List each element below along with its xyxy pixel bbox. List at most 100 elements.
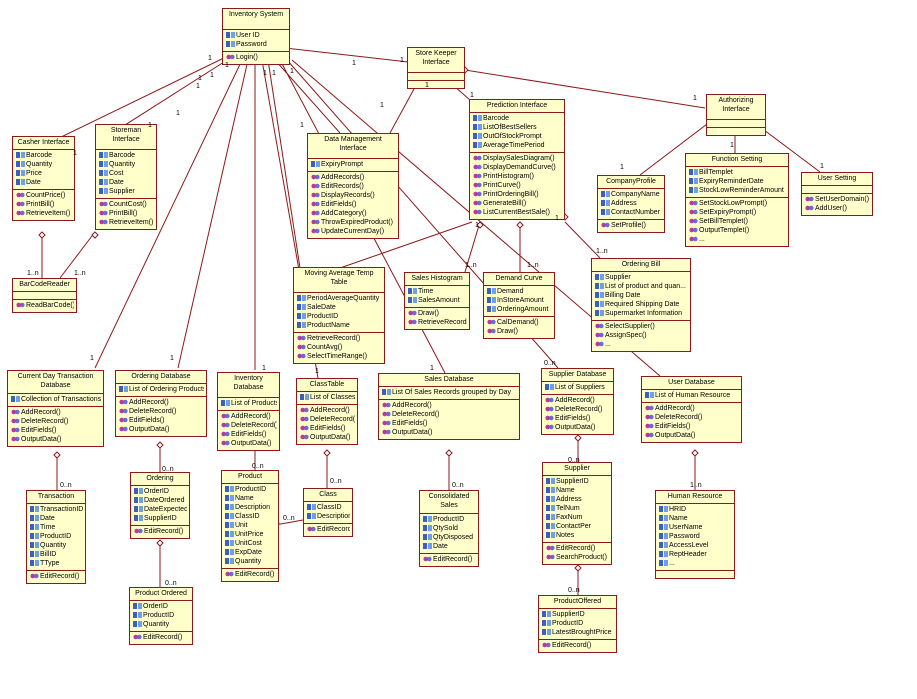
- attribute-row: TelNum: [546, 504, 609, 513]
- operation-icon: [382, 402, 391, 409]
- multiplicity-label: 1: [210, 72, 214, 79]
- attribute-row: DateOrdered: [134, 496, 187, 505]
- attribute-text: Supplier: [109, 188, 135, 195]
- operation-text: PrintHistogram(): [483, 173, 534, 180]
- operation-row: EditRecords(): [311, 182, 396, 191]
- attribute-row: Description: [307, 512, 350, 521]
- attribute-row: Time: [408, 287, 467, 296]
- class-name: Ordering: [131, 473, 189, 486]
- attribute-row: List Of Sales Records grouped by Day: [382, 388, 517, 397]
- attribute-icon: [99, 170, 108, 177]
- operation-icon: [11, 409, 20, 416]
- operation-icon: [119, 399, 128, 406]
- attribute-row: ContactPer: [546, 522, 609, 531]
- operation-row: EditFields(): [311, 200, 396, 209]
- operation-text: EditFields(): [655, 423, 691, 430]
- attribute-text: DateOrdered: [144, 497, 185, 504]
- operation-row: RetrieveItem(): [99, 218, 154, 227]
- operation-text: EditRecord(): [235, 571, 275, 578]
- class-name: Inventory Database: [218, 373, 279, 398]
- operation-icon: [473, 164, 482, 171]
- attribute-icon: [542, 620, 551, 627]
- operation-icon: [221, 431, 230, 438]
- class-authorizing-interface: Authorizing Interface: [706, 94, 766, 136]
- attribute-text: Description: [235, 504, 271, 511]
- attribute-text: Supermarket Information: [605, 310, 683, 317]
- attribute-text: SupplierID: [144, 515, 177, 522]
- attribute-text: BillID: [40, 551, 57, 558]
- operation-row: DeleteRecord(): [11, 417, 101, 426]
- operation-icon: [119, 417, 128, 424]
- multiplicity-label: 1: [555, 215, 559, 222]
- operations-section: ReadBarCode(): [13, 300, 76, 312]
- attribute-row: Collection of Transactions: [11, 395, 101, 404]
- class-name: Transaction: [27, 491, 85, 504]
- operation-row: SetExpiryPrompt(): [689, 208, 786, 217]
- attribute-icon: [408, 288, 417, 295]
- operation-text: OutputData(): [129, 426, 170, 433]
- attribute-icon: [307, 504, 316, 511]
- attribute-icon: [99, 188, 108, 195]
- attribute-text: UnitPrice: [235, 531, 264, 538]
- attribute-row: AccessLevel: [659, 541, 732, 550]
- operation-row: DeleteRecord(): [221, 421, 277, 430]
- operation-row: PrintOrderingBill(): [473, 190, 562, 199]
- operations-section: RetrieveRecord()CountAvg()SelectTimeRang…: [294, 333, 384, 363]
- attribute-icon: [546, 514, 555, 521]
- attribute-text: Name: [669, 515, 688, 522]
- operation-icon: [221, 422, 230, 429]
- operation-icon: [134, 528, 143, 535]
- attribute-row: ProductID: [133, 611, 190, 620]
- attribute-text: Time: [418, 288, 434, 295]
- operation-text: ReadBarCode(): [26, 302, 74, 309]
- operation-row: ReadBarCode(): [16, 301, 74, 310]
- operation-icon: [601, 222, 610, 229]
- attribute-row: Date: [16, 178, 72, 187]
- operations-section: DisplaySalesDiagram()DisplayDemandCurve(…: [470, 153, 564, 219]
- attribute-icon: [225, 486, 234, 493]
- attribute-text: TransactionID: [40, 506, 83, 513]
- attribute-row: Notes: [546, 531, 609, 540]
- attribute-text: Password: [669, 533, 700, 540]
- attribute-icon: [546, 505, 555, 512]
- attribute-icon: [30, 551, 39, 558]
- operation-icon: [99, 219, 108, 226]
- attribute-row: ProductID: [225, 485, 276, 494]
- operations-section: EditRecord(): [539, 640, 616, 652]
- operation-row: ThrowExpiredProduct(): [311, 218, 396, 227]
- attribute-row: Description: [225, 503, 276, 512]
- operation-icon: [11, 436, 20, 443]
- class-name: Ordering Database: [116, 371, 206, 384]
- attribute-icon: [225, 504, 234, 511]
- attribute-icon: [595, 301, 604, 308]
- operation-row: CountPrice(): [16, 191, 72, 200]
- operation-row: OutputData(): [645, 431, 739, 440]
- operation-text: SearchProduct(): [556, 554, 607, 561]
- operations-section: EditRecord(): [222, 569, 278, 581]
- attribute-icon: [542, 611, 551, 618]
- attribute-text: SalesAmount: [418, 297, 460, 304]
- operations-section: EditRecord(): [304, 524, 352, 536]
- operation-row: ...: [595, 340, 688, 349]
- class-name: Prediction Interface: [470, 100, 564, 113]
- operation-text: AssignSpec(): [605, 332, 647, 339]
- attribute-text: ListOfBestSellers: [483, 124, 537, 131]
- operation-row: Draw(): [408, 309, 467, 318]
- operation-row: OutputTemplet(): [689, 226, 786, 235]
- attribute-text: Quantity: [235, 558, 262, 565]
- operations-section: EditRecord(): [420, 554, 478, 566]
- attribute-icon: [473, 124, 482, 131]
- attribute-row: Address: [546, 495, 609, 504]
